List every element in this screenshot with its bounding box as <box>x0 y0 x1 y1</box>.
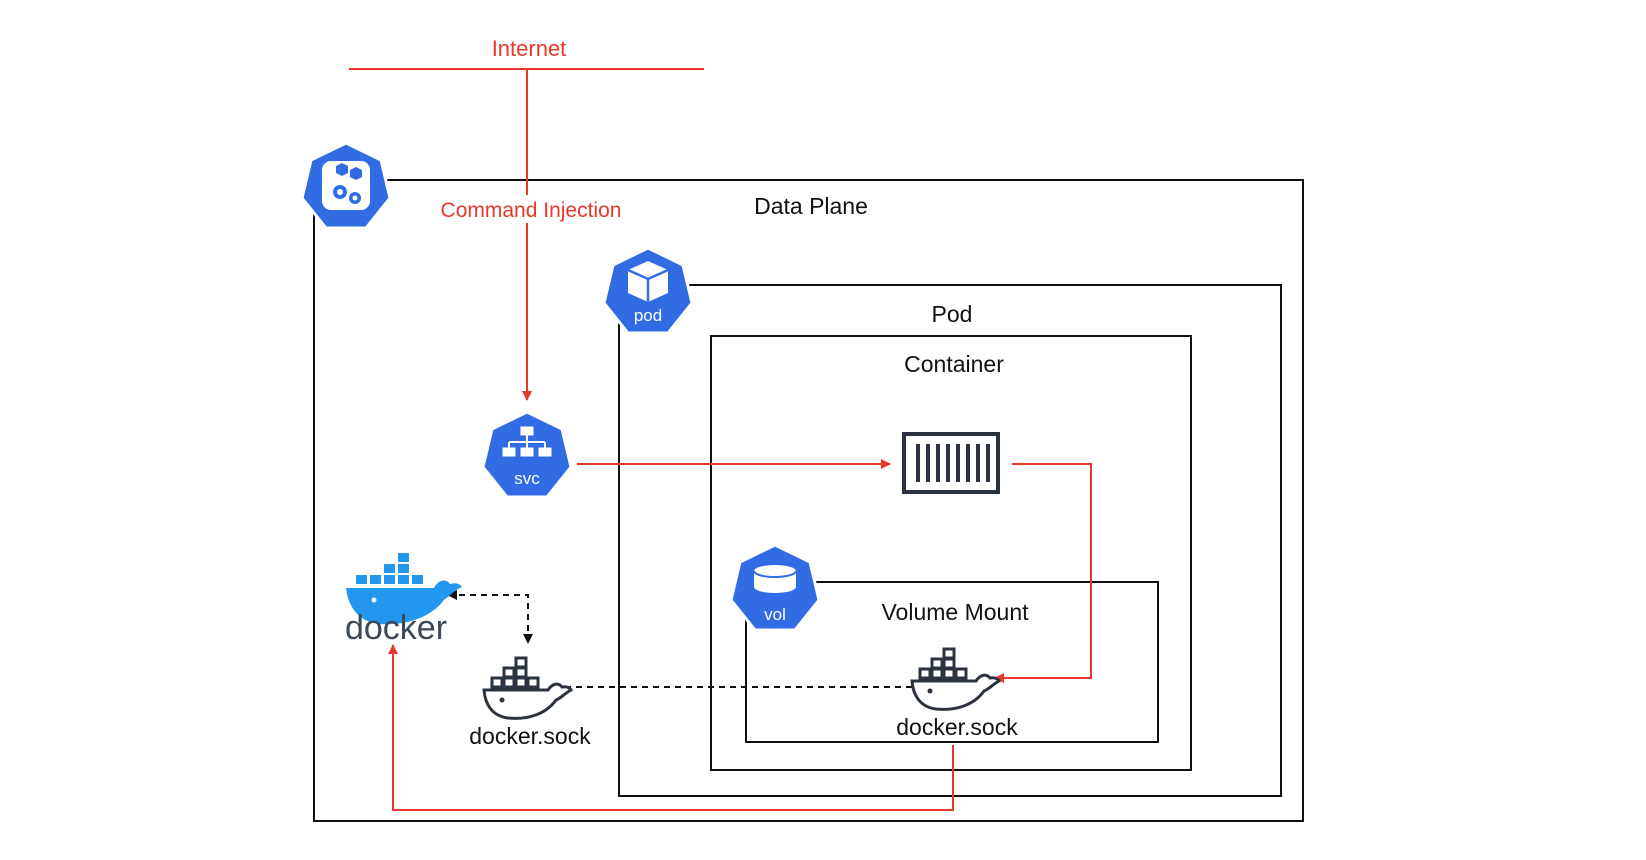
docker-to-hostsock-dashed <box>447 590 533 644</box>
docker-sock-host-label: docker.sock <box>469 723 591 749</box>
container-box <box>710 335 1192 771</box>
pod-badge-label: pod <box>634 306 662 325</box>
docker-sock-mount-label: docker.sock <box>896 714 1018 740</box>
svc-badge-label: svc <box>514 469 540 488</box>
sock-to-docker-arrow <box>388 644 954 811</box>
container-label: Container <box>904 351 1004 377</box>
docker-whale-icon <box>482 656 573 720</box>
vol-badge-label: vol <box>764 605 786 624</box>
docker-whale-icon <box>910 647 1001 711</box>
volume-icon <box>729 543 821 632</box>
volume-mount-label: Volume Mount <box>881 599 1029 625</box>
docker-logo-text: docker <box>345 609 447 647</box>
data-plane-label: Data Plane <box>754 193 868 219</box>
pod-box <box>618 284 1282 797</box>
cluster-icon <box>300 141 392 230</box>
internet-label: Internet <box>492 36 567 61</box>
docker-logo-icon <box>346 553 462 625</box>
command-injection-label: Command Injection <box>441 199 622 222</box>
service-icon <box>481 410 573 499</box>
volume-mount-box <box>745 581 1159 743</box>
data-plane-box <box>313 179 1304 822</box>
container-to-sock-arrow <box>994 463 1092 683</box>
pod-icon <box>602 246 694 335</box>
pod-label: Pod <box>932 301 973 327</box>
container-icon <box>902 432 1000 494</box>
